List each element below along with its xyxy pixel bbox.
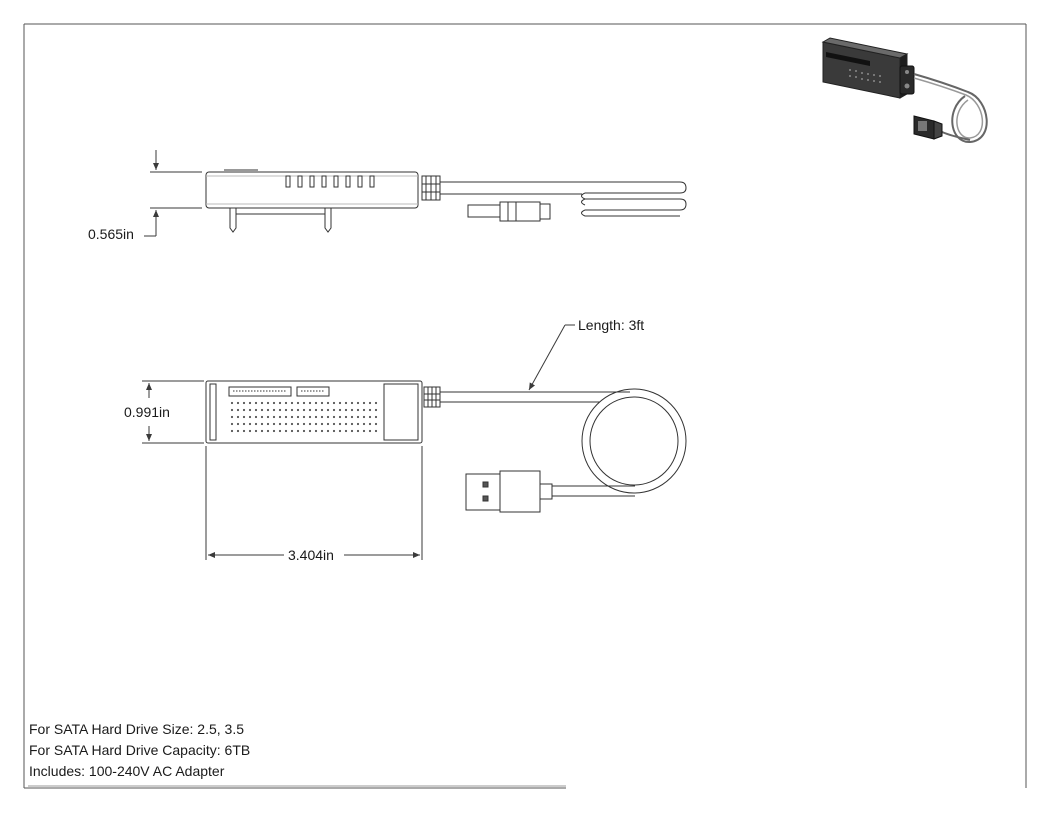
spec-note-drive-capacity: For SATA Hard Drive Capacity: 6TB xyxy=(29,742,251,758)
plan-view xyxy=(205,380,687,513)
dimension-length xyxy=(205,446,423,560)
sheet-border xyxy=(23,23,1027,789)
side-view xyxy=(205,169,687,233)
width-dimension-label: 0.991in xyxy=(122,404,172,420)
cable-length-label: Length: 3ft xyxy=(576,317,647,333)
vent-hole-grid xyxy=(230,401,378,433)
spec-note-includes: Includes: 100-240V AC Adapter xyxy=(29,763,225,779)
length-dimension-label: 3.404in xyxy=(286,547,336,563)
usb-sata-adapter-render-icon xyxy=(821,37,988,144)
dimension-height xyxy=(144,150,202,237)
cable-length-leader xyxy=(528,324,575,391)
height-dimension-label: 0.565in xyxy=(86,226,136,242)
spec-note-drive-size: For SATA Hard Drive Size: 2.5, 3.5 xyxy=(29,721,245,737)
dimension-width xyxy=(142,380,204,444)
